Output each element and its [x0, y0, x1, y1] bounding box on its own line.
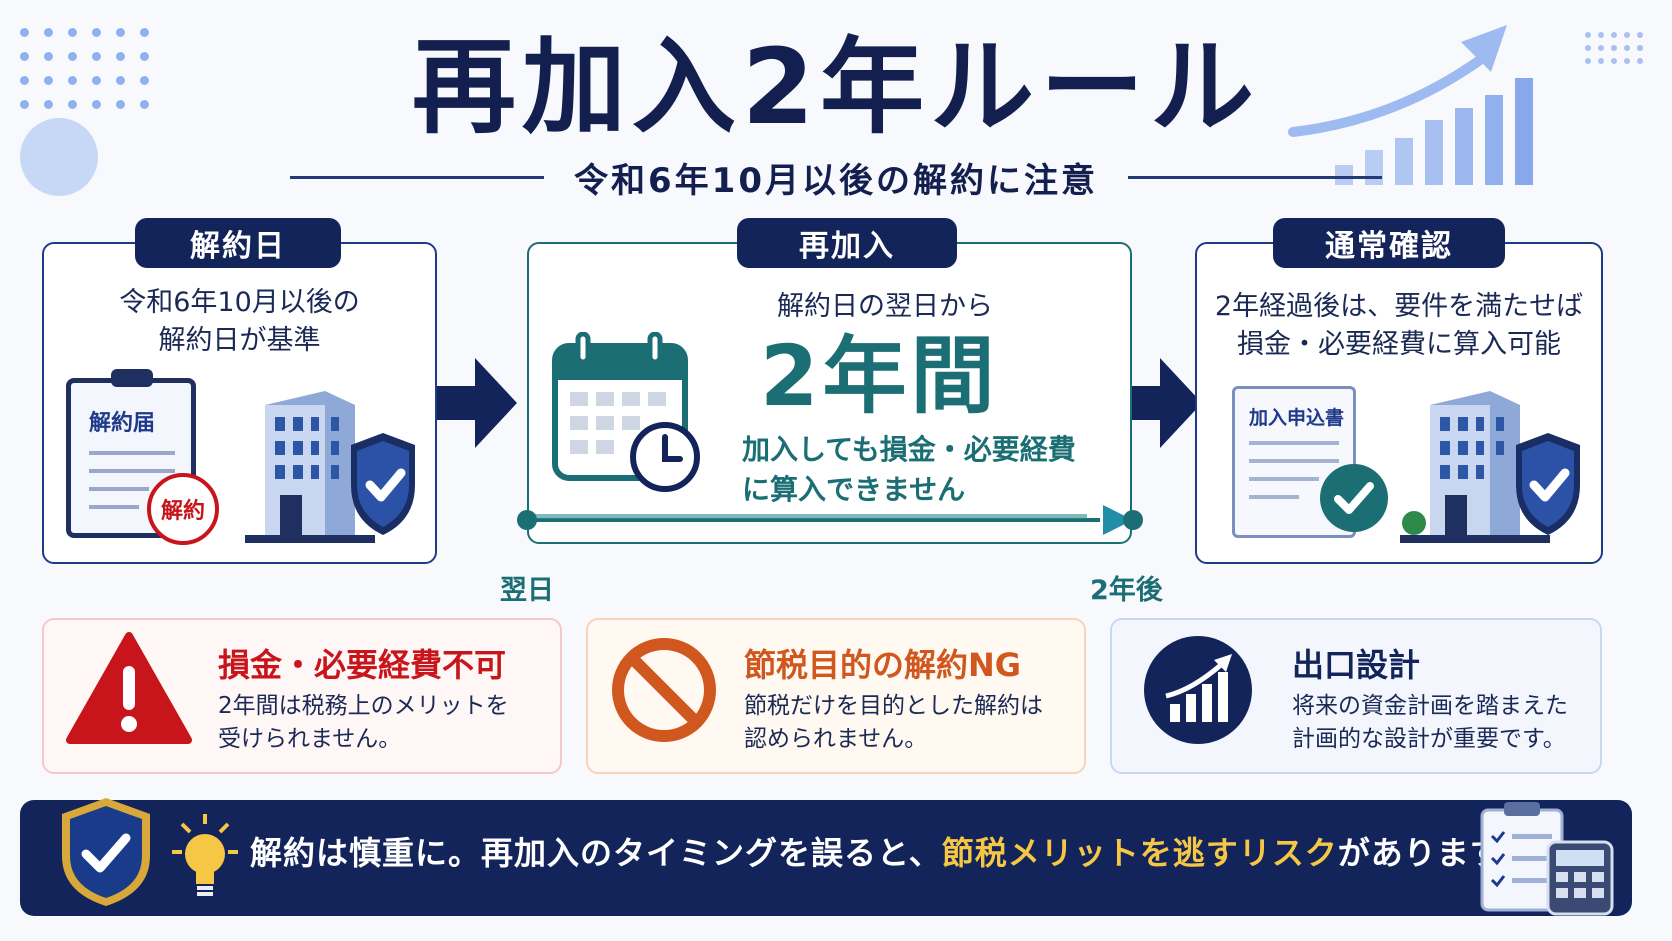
- step3-line2: 損金・必要経費に算入可能: [1237, 329, 1561, 360]
- warning-icon: [66, 632, 192, 744]
- growth-chart-circle-icon: [1144, 636, 1252, 744]
- note-title-no-deduction: 損金・必要経費不可: [218, 646, 507, 684]
- banner-highlight: 節税メリットを逃すリスク: [941, 834, 1338, 872]
- note-title-tax-saving-ng: 節税目的の解約NG: [744, 646, 1022, 684]
- application-form-label: 加入申込書: [1249, 407, 1345, 429]
- step2-big-duration: 2年間: [760, 327, 999, 425]
- checklist-calculator-icon: [1480, 802, 1614, 916]
- timeline-start-label: 翌日: [500, 575, 554, 606]
- step-tag-normal: 通常確認: [1273, 218, 1505, 268]
- warning-banner: [20, 800, 1632, 916]
- note-text-no-deduction: 2年間は税務上のメリットを 受けられません。: [218, 693, 509, 752]
- subtitle-row: 令和6年10月以後の解約に注意: [290, 152, 1383, 202]
- step-tag-rejoin: 再加入: [737, 218, 957, 268]
- timeline-end-label: 2年後: [1090, 575, 1163, 606]
- lightbulb-icon: [172, 814, 238, 896]
- timeline-bar: [517, 505, 1143, 535]
- subtitle-rule-left: [290, 175, 545, 179]
- decorative-dot-grid: [20, 28, 170, 118]
- flow-arrow-1-icon: [437, 358, 517, 448]
- note-text-tax-saving-ng: 節税だけを目的とした解約は 認められません。: [744, 693, 1043, 752]
- prohibited-icon: [612, 638, 716, 742]
- step2-line1: 加入しても損金・必要経費: [742, 433, 1076, 466]
- step-tag-cancel: 解約日: [135, 218, 341, 268]
- decorative-dot-grid-right: [1585, 32, 1655, 82]
- page-subtitle: 令和6年10月以後の解約に注意: [574, 160, 1098, 201]
- note-title-exit-plan: 出口設計: [1292, 646, 1421, 684]
- note-text-exit-plan: 将来の資金計画を踏まえた 計画的な設計が重要です。: [1292, 693, 1568, 752]
- banner-message: 解約は慎重に。再加入のタイミングを誤ると、節税メリットを逃すリスクがあります。: [250, 834, 1533, 872]
- subtitle-rule-right: [1128, 175, 1383, 179]
- check-circle-icon: [1320, 464, 1388, 532]
- step2-line2: に算入できません: [742, 473, 966, 506]
- page-title: 再加入2年ルール: [411, 26, 1261, 148]
- cancel-form-label: 解約届: [89, 411, 156, 436]
- step2-lead: 解約日の翌日から: [777, 291, 993, 322]
- building-shield-icon-2: [1400, 391, 1580, 543]
- building-shield-icon: [245, 391, 415, 543]
- flow-arrow-2-icon: [1132, 358, 1202, 448]
- shield-check-icon: [62, 798, 150, 906]
- step1-line1: 令和6年10月以後の: [119, 287, 360, 318]
- growth-chart-icon: [1288, 25, 1533, 185]
- cancel-stamp-icon: 解約: [147, 473, 219, 545]
- step3-line1: 2年経過後は、要件を満たせば: [1214, 291, 1584, 322]
- decorative-circle: [20, 118, 98, 196]
- calendar-clock-icon: [552, 332, 700, 492]
- step1-line2: 解約日が基準: [158, 325, 321, 356]
